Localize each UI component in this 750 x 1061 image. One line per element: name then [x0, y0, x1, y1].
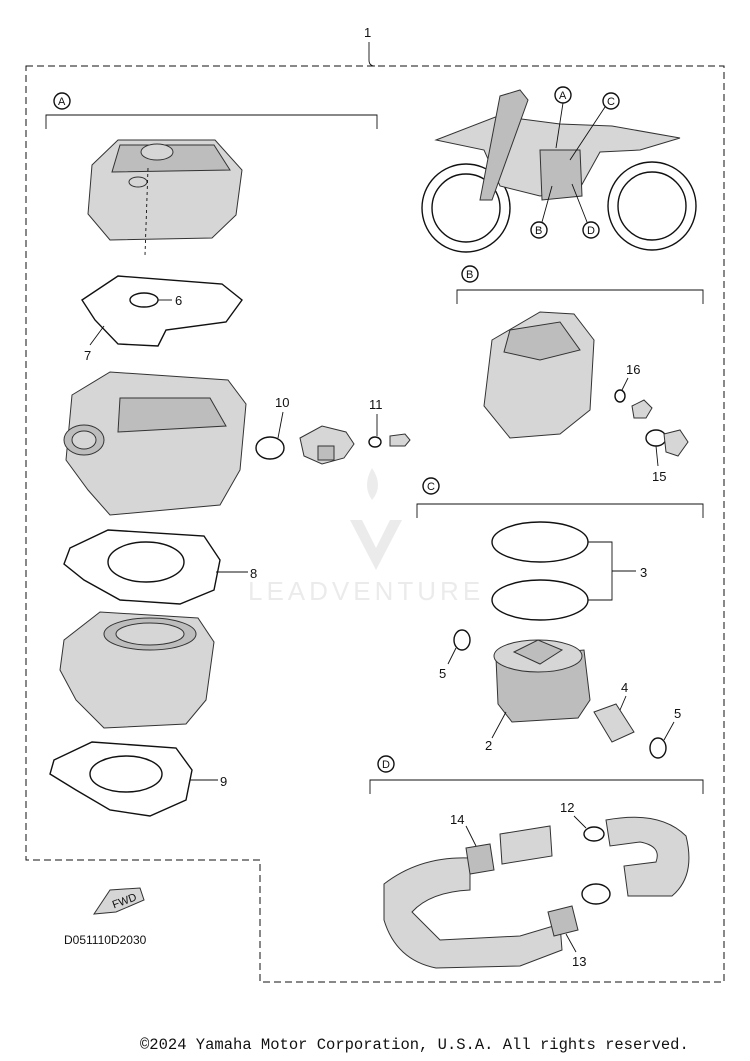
- callout-11[interactable]: 11: [369, 397, 383, 412]
- cylinder[interactable]: [59, 611, 215, 729]
- cylinder-head-cover[interactable]: [87, 139, 243, 256]
- cover-plug[interactable]: [631, 399, 653, 419]
- group-c-bracket: [416, 503, 704, 518]
- crankcase-cover[interactable]: [483, 311, 595, 439]
- svg-text:D: D: [382, 759, 390, 771]
- leader-1: [368, 42, 376, 67]
- svg-text:LEADVENTURE: LEADVENTURE: [248, 576, 484, 606]
- locator-a: A: [554, 86, 572, 149]
- circlip-left[interactable]: [453, 629, 471, 651]
- callout-10[interactable]: 10: [275, 395, 289, 410]
- filler-cap[interactable]: [663, 429, 689, 457]
- callout-13[interactable]: 13: [572, 954, 586, 969]
- svg-text:A: A: [559, 90, 567, 102]
- fwd-arrow-icon: FWD: [93, 887, 145, 915]
- oil-seal[interactable]: [129, 292, 159, 308]
- exhaust-gasket-upper[interactable]: [465, 843, 495, 875]
- cylinder-head[interactable]: [63, 371, 247, 516]
- group-b-label: B: [461, 265, 479, 283]
- locator-d: D: [571, 183, 600, 239]
- tensioner-bolt[interactable]: [389, 433, 411, 447]
- callout-5-right[interactable]: 5: [674, 706, 681, 721]
- callout-1[interactable]: 1: [364, 25, 371, 40]
- callout-3[interactable]: 3: [640, 565, 647, 580]
- callout-4[interactable]: 4: [621, 680, 628, 695]
- exhaust-pipe[interactable]: [383, 816, 690, 969]
- callout-2[interactable]: 2: [485, 738, 492, 753]
- locator-c: C: [569, 92, 620, 161]
- tensioner-washer[interactable]: [368, 436, 382, 448]
- piston-pin[interactable]: [593, 703, 635, 743]
- callout-5-left[interactable]: 5: [439, 666, 446, 681]
- watermark-logo: LEADVENTURE: [248, 468, 484, 606]
- callout-8[interactable]: 8: [250, 566, 257, 581]
- diagram-code: D051110D2030: [64, 933, 147, 947]
- callout-15[interactable]: 15: [652, 469, 666, 484]
- tensioner-gasket[interactable]: [255, 436, 285, 460]
- svg-text:C: C: [607, 96, 615, 108]
- exhaust-o-ring[interactable]: [583, 826, 605, 842]
- motorcycle-reference: [421, 89, 697, 253]
- group-d-label: D: [377, 755, 395, 773]
- kit-boundary: [25, 65, 725, 983]
- svg-text:D: D: [587, 225, 595, 237]
- exhaust-gasket-lower[interactable]: [547, 905, 579, 937]
- cylinder-base-gasket[interactable]: [49, 741, 193, 817]
- group-a-label: A: [53, 92, 71, 110]
- exhaust-clamp[interactable]: [581, 883, 611, 905]
- callout-9[interactable]: 9: [220, 774, 227, 789]
- cylinder-head-gasket[interactable]: [63, 529, 221, 605]
- svg-text:B: B: [535, 225, 542, 237]
- callout-16[interactable]: 16: [626, 362, 640, 377]
- callout-12[interactable]: 12: [560, 800, 574, 815]
- group-c-label: C: [422, 477, 440, 495]
- locator-b: B: [530, 185, 553, 239]
- group-a-bracket: [45, 114, 378, 129]
- callout-7[interactable]: 7: [84, 348, 91, 363]
- svg-text:A: A: [58, 96, 66, 108]
- cover-o-ring[interactable]: [645, 429, 667, 447]
- plug-o-ring[interactable]: [614, 389, 626, 403]
- callout-14[interactable]: 14: [450, 812, 464, 827]
- svg-text:B: B: [466, 269, 473, 281]
- cam-chain-tensioner[interactable]: [299, 425, 355, 465]
- copyright-notice: ©2024 Yamaha Motor Corporation, U.S.A. A…: [140, 1036, 689, 1054]
- piston-ring-second[interactable]: [491, 579, 589, 621]
- group-d-bracket: [369, 779, 704, 794]
- piston[interactable]: [493, 639, 591, 723]
- cover-gasket[interactable]: [81, 275, 243, 347]
- group-b-bracket: [456, 289, 704, 304]
- piston-ring-top[interactable]: [491, 521, 589, 563]
- svg-text:C: C: [427, 481, 435, 493]
- callout-6[interactable]: 6: [175, 293, 182, 308]
- circlip-right[interactable]: [649, 737, 667, 759]
